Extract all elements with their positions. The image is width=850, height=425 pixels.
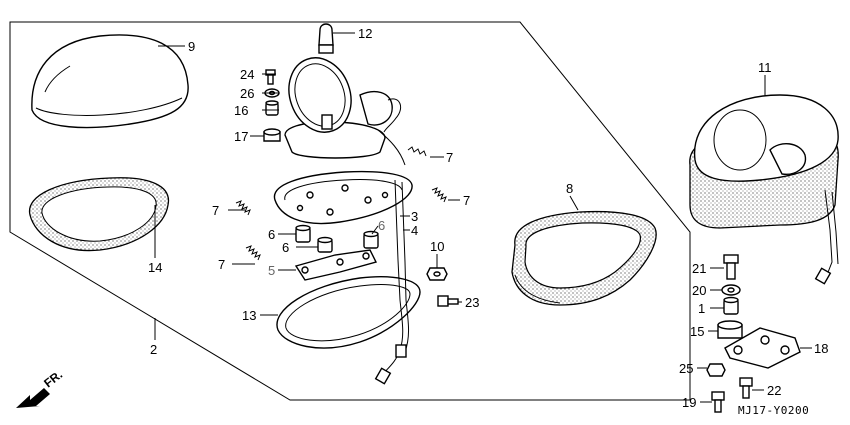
callout-7-lower: 7 <box>218 257 225 272</box>
part-7-spring-b <box>235 200 251 216</box>
part-18-stay <box>724 327 801 369</box>
part-25-nut <box>706 363 726 377</box>
part-9-cover <box>31 34 189 129</box>
callout-14: 14 <box>148 260 162 275</box>
part-6-mount-c <box>363 230 379 249</box>
callout-26: 26 <box>240 86 254 101</box>
callout-10: 10 <box>430 239 444 254</box>
assembly-outline <box>9 21 691 401</box>
part-7-spring-a <box>407 146 427 157</box>
callout-4: 4 <box>411 223 418 238</box>
part-15-grommet <box>717 320 743 339</box>
callout-18: 18 <box>814 341 828 356</box>
part-13-band <box>276 276 421 349</box>
part-24-screw <box>265 69 276 85</box>
front-direction-indicator: FR. <box>16 367 65 408</box>
callout-3: 3 <box>411 209 418 224</box>
part-1-collar <box>723 296 739 315</box>
part-19-bolt <box>711 391 725 413</box>
callout-6-a: 6 <box>268 227 275 242</box>
part-10-nut <box>426 267 448 281</box>
callout-25: 25 <box>679 361 693 376</box>
callout-13: 13 <box>242 308 256 323</box>
callout-16: 16 <box>234 103 248 118</box>
part-11-meter-assembly <box>689 94 839 285</box>
callout-6-c: 6 <box>378 218 385 233</box>
diagram-code: MJ17-Y0200 <box>738 404 809 417</box>
part-5-bracket <box>294 249 378 281</box>
part-23-bolt <box>437 295 459 307</box>
part-20-washer <box>721 284 741 296</box>
callout-23: 23 <box>465 295 479 310</box>
callout-7-right: 7 <box>463 193 470 208</box>
callout-15: 15 <box>690 324 704 339</box>
callout-21: 21 <box>692 261 706 276</box>
callout-12: 12 <box>358 26 372 41</box>
part-3-4-harness <box>374 179 409 385</box>
leader-lines <box>154 32 812 403</box>
part-7-spring-c <box>431 187 447 203</box>
part-14-gasket <box>28 177 170 252</box>
callout-7-top: 7 <box>446 150 453 165</box>
part-21-bolt <box>723 254 739 280</box>
part-6-mount-a <box>295 224 311 243</box>
part-6-mount-b <box>317 236 333 253</box>
arrow-icon <box>16 388 50 408</box>
callout-9: 9 <box>188 39 195 54</box>
callout-22: 22 <box>767 383 781 398</box>
callout-2: 2 <box>150 342 157 357</box>
base-plate <box>273 170 413 225</box>
callout-1: 1 <box>698 301 705 316</box>
callout-19: 19 <box>682 395 696 410</box>
part-7-spring-d <box>245 245 261 261</box>
callout-20: 20 <box>692 283 706 298</box>
callout-17: 17 <box>234 129 248 144</box>
direction-label: FR. <box>41 367 65 390</box>
callout-5: 5 <box>268 263 275 278</box>
part-16-collar <box>265 100 279 116</box>
meter-case <box>284 57 406 166</box>
callout-11: 11 <box>758 60 772 75</box>
part-12-bulb <box>318 23 334 54</box>
part-8-rim <box>511 210 657 306</box>
part-22-bolt <box>739 377 753 399</box>
callout-7-left: 7 <box>212 203 219 218</box>
callout-6-b: 6 <box>282 240 289 255</box>
part-17-grommet <box>263 128 281 142</box>
callout-24: 24 <box>240 67 254 82</box>
callout-8: 8 <box>566 181 573 196</box>
